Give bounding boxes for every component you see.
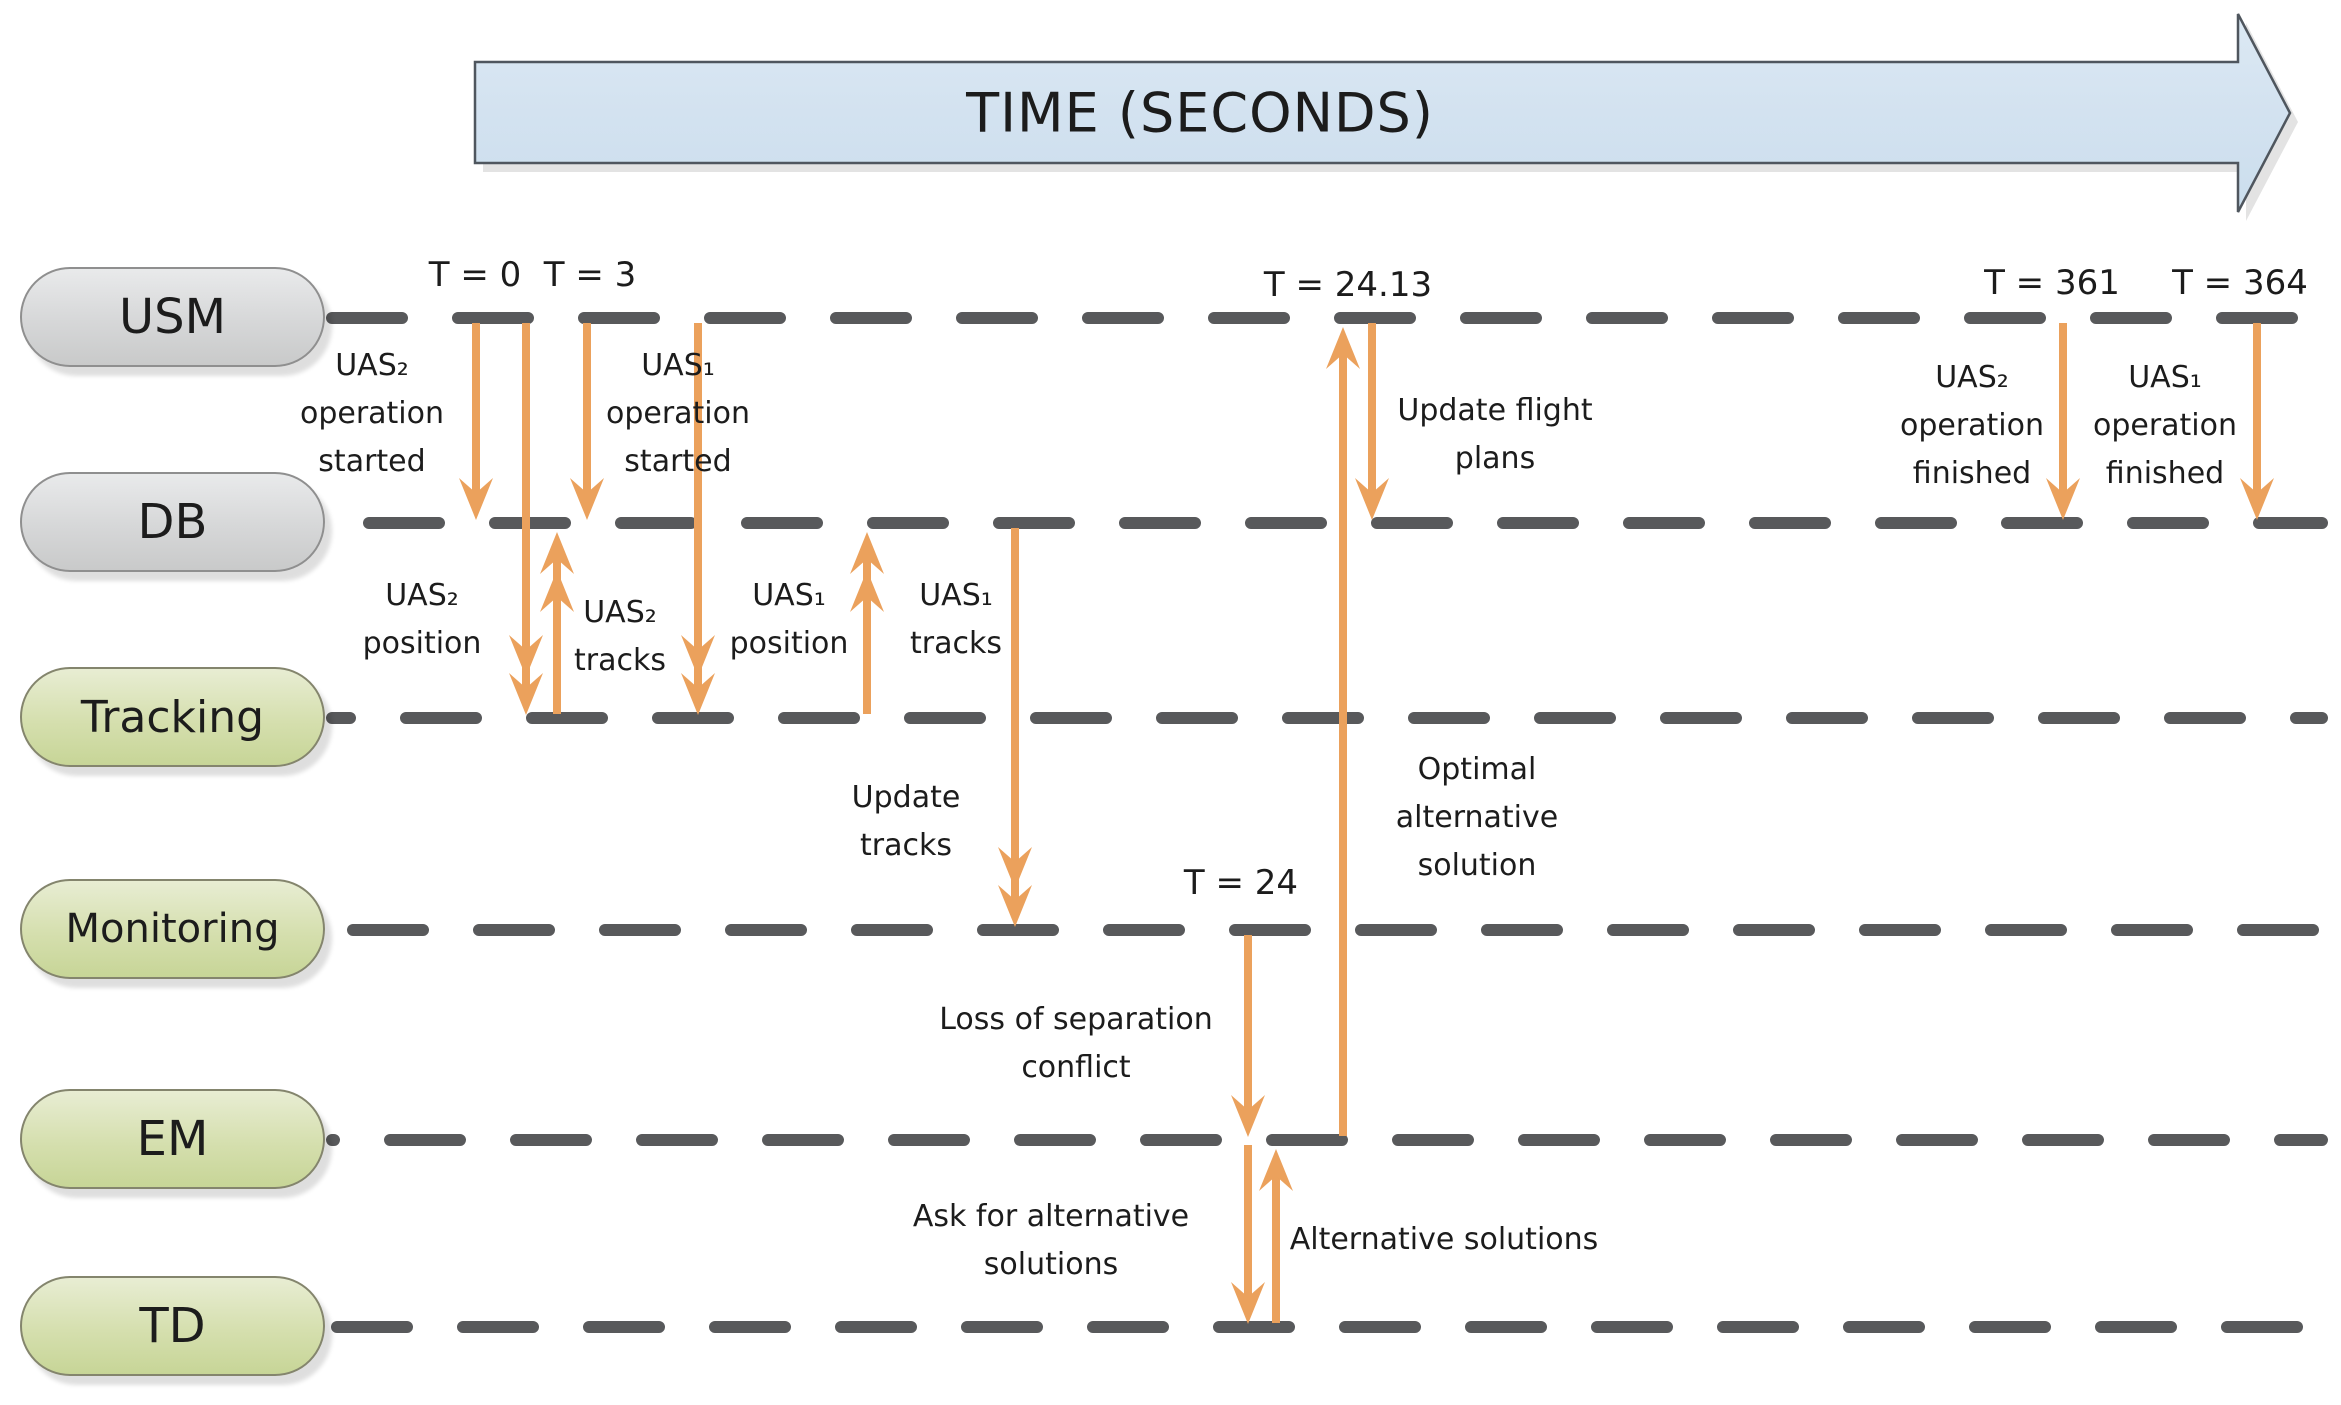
time-marker-t-364: T = 364	[2172, 263, 2308, 303]
uas2-operation-finished-arrow	[2046, 323, 2080, 520]
lane-pill-label-td: TD	[139, 1298, 206, 1354]
time-marker-t-24: T = 24	[1183, 863, 1299, 903]
uas2-tracks-label: UAS₂ tracks	[574, 595, 666, 678]
time-marker-t-3: T = 3	[543, 255, 637, 295]
lane-pill-usm: USM	[20, 267, 325, 367]
uas2-position-arrow	[509, 323, 543, 715]
update-tracks-arrow	[998, 528, 1032, 927]
lane-pill-em: EM	[20, 1089, 325, 1189]
lane-pill-tracking: Tracking	[20, 667, 325, 767]
uas1-operation-started-label: UAS₁ operation started	[605, 348, 751, 479]
time-marker-t-0: T = 0	[428, 255, 522, 295]
lane-pill-label-db: DB	[137, 494, 208, 550]
uas2-operation-finished-label: UAS₂ operation finished	[1899, 360, 2045, 491]
loss-of-separation-conflict-label: Loss of separation conflict	[939, 1002, 1213, 1085]
update-flight-plans-arrow	[1355, 323, 1389, 520]
alternative-solutions-arrow	[1259, 1149, 1293, 1323]
uas2-tracks-arrow	[540, 532, 574, 714]
lifelines-layer	[326, 312, 2328, 1333]
uas1-operation-finished-label: UAS₁ operation finished	[2092, 360, 2238, 491]
uas2-operation-started-label: UAS₂ operation started	[299, 348, 445, 479]
update-flight-plans-label: Update flight plans	[1397, 393, 1593, 476]
time-marker-t-361: T = 361	[1984, 263, 2120, 303]
loss-of-separation-conflict-arrow	[1231, 935, 1265, 1137]
lane-pill-td: TD	[20, 1276, 325, 1376]
uas1-operation-finished-arrow	[2240, 323, 2274, 520]
time-marker-t-24-13: T = 24.13	[1263, 265, 1433, 305]
uas1-tracks-label: UAS₁ tracks	[910, 578, 1002, 661]
time-axis-arrow	[473, 13, 2292, 213]
uas2-operation-started-arrow	[459, 323, 493, 520]
time-axis-title: TIME (SECONDS)	[966, 81, 1434, 145]
lane-pill-monitoring: Monitoring	[20, 879, 325, 979]
optimal-alternative-solution-label: Optimal alternative solution	[1395, 752, 1559, 883]
lane-pill-db: DB	[20, 472, 325, 572]
lane-pill-label-tracking: Tracking	[80, 691, 265, 743]
lane-pill-label-monitoring: Monitoring	[65, 906, 280, 952]
ask-for-alternative-solutions-label: Ask for alternative solutions	[912, 1199, 1190, 1282]
uas2-position-label: UAS₂ position	[362, 578, 482, 661]
uas1-operation-started-arrow	[570, 323, 604, 520]
ask-for-alternative-solutions-arrow	[1231, 1145, 1265, 1324]
uas1-position-arrow	[681, 323, 715, 715]
lane-pill-label-em: EM	[136, 1111, 209, 1167]
message-arrows-layer	[459, 323, 2274, 1324]
alternative-solutions-label: Alternative solutions	[1289, 1222, 1599, 1257]
optimal-alternative-solution-arrow	[1326, 327, 1360, 1136]
update-tracks-label: Update tracks	[851, 780, 961, 863]
uas1-position-label: UAS₁ position	[729, 578, 849, 661]
lane-pill-label-usm: USM	[118, 289, 226, 345]
uas1-tracks-arrow	[850, 532, 884, 714]
